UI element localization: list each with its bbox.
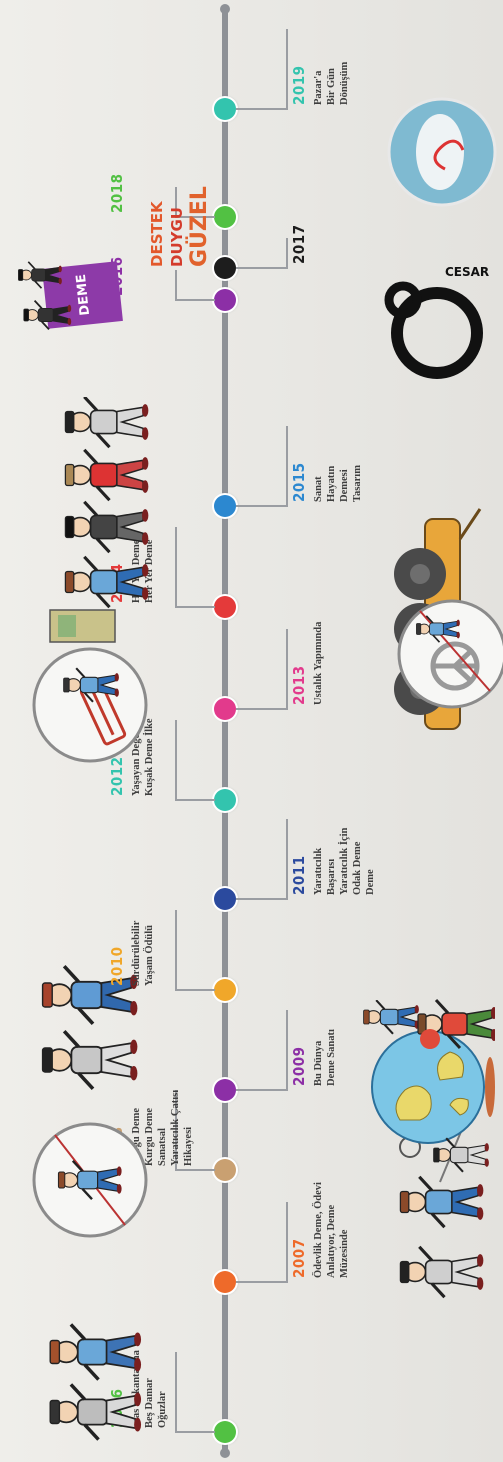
svg-text:GÜZEL: GÜZEL bbox=[186, 186, 212, 267]
year-label: 2009 bbox=[290, 1046, 308, 1086]
timeline-node bbox=[214, 1271, 236, 1293]
svg-text:DESTEK: DESTEK bbox=[148, 200, 166, 267]
axis-start-cap bbox=[220, 1448, 230, 1458]
tightrope-circle-illustration bbox=[30, 1120, 150, 1240]
timeline-connector-bar bbox=[175, 527, 177, 607]
timeline-label: 2007 Ödevlik Deme, Ödevi Anlatıyor, Deme … bbox=[290, 1168, 351, 1278]
timeline-node bbox=[214, 596, 236, 618]
timeline-connector-bar bbox=[175, 720, 177, 800]
timeline-node bbox=[214, 698, 236, 720]
timeline-connector-bar bbox=[175, 910, 177, 990]
year-label: 2010 bbox=[108, 946, 126, 986]
event-description: Ödevlik Deme, Ödevi Anlatıyor, Deme Müze… bbox=[313, 1182, 350, 1278]
axis-end-cap bbox=[220, 4, 230, 14]
timeline-connector bbox=[175, 799, 215, 801]
svg-text:CESARET DEME İÇİN: CESARET DEME İÇİN bbox=[445, 264, 490, 279]
timeline-connector-bar bbox=[286, 1010, 288, 1090]
year-label: 2017 bbox=[290, 224, 308, 264]
peace-circle-illustration bbox=[395, 596, 503, 711]
timeline-connector bbox=[236, 505, 288, 507]
svg-text:DEME: DEME bbox=[74, 273, 93, 316]
timeline-connector-bar bbox=[286, 629, 288, 709]
svg-text:DUYGU: DUYGU bbox=[168, 207, 186, 267]
stamp-circle-illustration bbox=[30, 645, 150, 765]
timeline-connector-bar bbox=[175, 270, 177, 300]
event-description: Sanat Hayatın Demesi Tasarım bbox=[313, 465, 363, 502]
year-label: 2019 bbox=[290, 65, 308, 105]
cloud-circle-illustration bbox=[385, 94, 500, 209]
timeline-connector bbox=[175, 299, 215, 301]
timeline-node bbox=[214, 789, 236, 811]
timeline-connector-bar bbox=[286, 238, 288, 268]
timeline-label: 2017 bbox=[290, 154, 312, 264]
timeline-connector bbox=[236, 1281, 288, 1283]
timeline-label: 2015 Sanat Hayatın Demesi Tasarım bbox=[290, 392, 364, 502]
event-description: Pazar'a Bir Gün Dönüşüm bbox=[313, 61, 350, 105]
timeline-node bbox=[214, 979, 236, 1001]
globe-illustration bbox=[350, 999, 500, 1175]
year-label: 2015 bbox=[290, 462, 308, 502]
character-illustration bbox=[405, 969, 497, 1079]
timeline-connector-bar bbox=[286, 426, 288, 506]
timeline-node bbox=[214, 1079, 236, 1101]
timeline-node bbox=[214, 1159, 236, 1181]
two-characters-illustration bbox=[20, 1307, 150, 1457]
timeline-connector bbox=[175, 989, 215, 991]
year-label: 2013 bbox=[290, 665, 308, 705]
cesaret-logo: CESARET DEME İÇİN bbox=[375, 238, 503, 388]
event-description: Sürdürülebilir Yaşam Ödülü bbox=[131, 920, 155, 986]
timeline-label: 2009 Bu Dünya Deme Sanatı bbox=[290, 976, 338, 1086]
timeline-connector bbox=[175, 1431, 215, 1433]
timeline-label: 2018 bbox=[108, 103, 130, 213]
timeline-connector-bar bbox=[175, 1352, 177, 1432]
dancing-pair-illustration bbox=[5, 955, 145, 1105]
timeline-node bbox=[214, 888, 236, 910]
timeline-node bbox=[214, 98, 236, 120]
year-label: 2011 bbox=[290, 855, 308, 895]
timeline-connector-bar bbox=[286, 819, 288, 899]
timeline-connector-bar bbox=[286, 1202, 288, 1282]
timeline-connector bbox=[236, 108, 288, 110]
year-label: 2018 bbox=[108, 173, 126, 213]
timeline-connector bbox=[175, 1169, 215, 1171]
timeline-connector bbox=[236, 708, 288, 710]
timeline-node bbox=[214, 495, 236, 517]
year-label: 2007 bbox=[290, 1238, 308, 1278]
timeline-connector bbox=[236, 267, 288, 269]
timeline-connector bbox=[236, 898, 288, 900]
event-description: Ustalık Yapımında bbox=[313, 621, 324, 705]
timeline-connector bbox=[175, 606, 215, 608]
timeline-label: 2019 Pazar'a Bir Gün Dönüşüm bbox=[290, 0, 351, 105]
timeline-node bbox=[214, 289, 236, 311]
timeline-connector-bar bbox=[286, 29, 288, 109]
group-characters-illustration bbox=[0, 395, 160, 647]
purple-poster-illustration: DEME bbox=[15, 255, 125, 345]
timeline-label: 2011 Yaratıcılık Başarısı Yaratıcılık İçi… bbox=[290, 785, 377, 895]
event-description: Yaratıcılık Başarısı Yaratıcılık İçin Od… bbox=[313, 827, 376, 895]
timeline-label: 2013 Ustalık Yapımında bbox=[290, 595, 325, 705]
timeline-connector bbox=[236, 1089, 288, 1091]
timeline-node bbox=[214, 1421, 236, 1443]
timeline-label: 2010 Sürdürülebilir Yaşam Ödülü bbox=[108, 876, 156, 986]
event-description: Bu Dünya Deme Sanatı bbox=[313, 1029, 337, 1086]
